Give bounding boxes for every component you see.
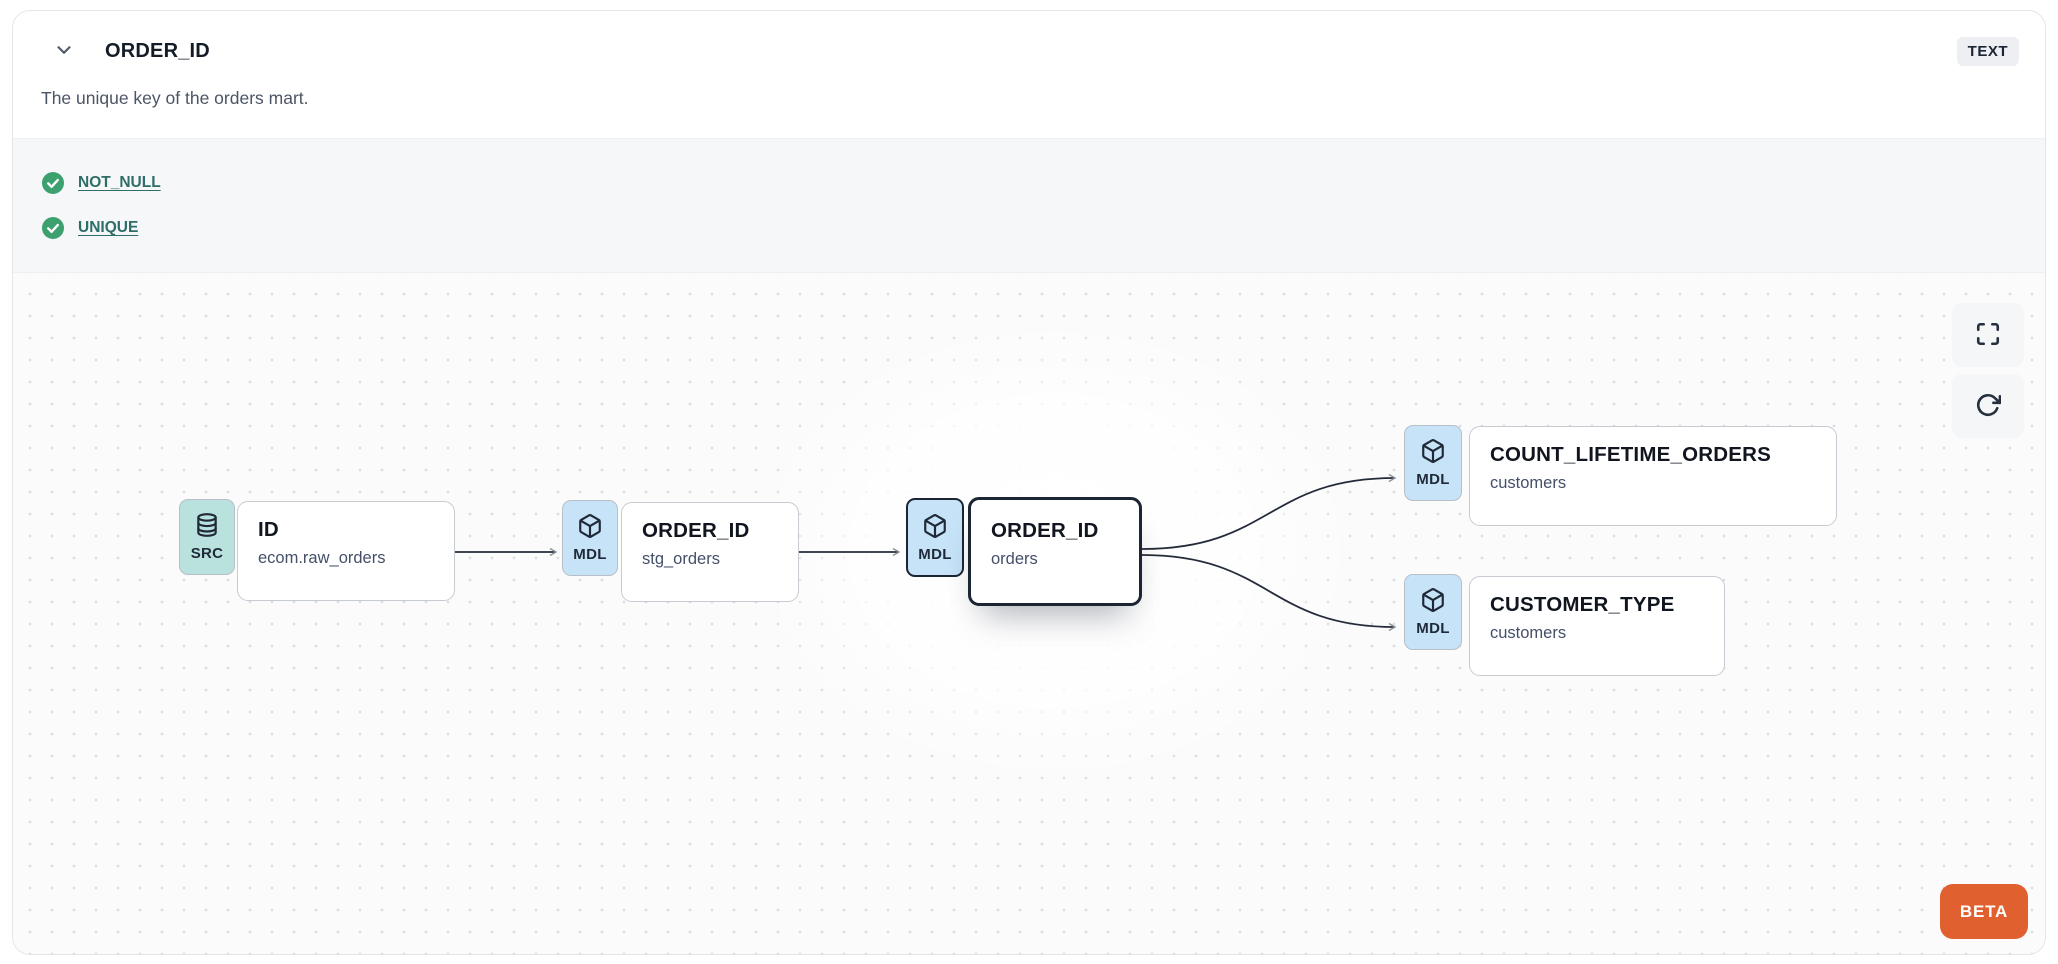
node-badge-label: SRC bbox=[190, 545, 224, 562]
fullscreen-button[interactable] bbox=[1952, 303, 2024, 367]
node-title: ORDER_ID bbox=[642, 519, 750, 542]
node-badge-label: MDL bbox=[918, 545, 952, 563]
beta-badge: BETA bbox=[1940, 884, 2028, 939]
node-badge-mdl[interactable]: MDL bbox=[906, 498, 964, 577]
chevron-down-icon bbox=[53, 39, 75, 64]
lineage-edges bbox=[455, 473, 1397, 632]
lineage-node-id-raw-orders[interactable]: ID ecom.raw_orders bbox=[237, 501, 455, 601]
refresh-button[interactable] bbox=[1952, 374, 2024, 438]
check-circle-icon bbox=[41, 171, 65, 195]
cube-icon bbox=[577, 513, 603, 544]
maximize-icon bbox=[1975, 321, 2001, 350]
tests-section: NOT_NULL UNIQUE bbox=[13, 138, 2045, 272]
cube-icon bbox=[1420, 438, 1446, 469]
column-type-badge: TEXT bbox=[1956, 37, 2019, 66]
cube-icon bbox=[922, 513, 948, 544]
test-row: UNIQUE bbox=[41, 216, 2017, 240]
test-link-unique[interactable]: UNIQUE bbox=[78, 219, 139, 236]
node-badge-mdl[interactable]: MDL bbox=[1404, 574, 1462, 650]
test-row: NOT_NULL bbox=[41, 171, 2017, 195]
header: ORDER_ID TEXT The unique key of the orde… bbox=[13, 11, 2045, 138]
node-badge-label: MDL bbox=[573, 546, 607, 563]
node-badge-label: MDL bbox=[1416, 620, 1450, 637]
database-icon bbox=[194, 512, 220, 543]
node-badge-mdl[interactable]: MDL bbox=[1404, 425, 1462, 501]
rotate-cw-icon bbox=[1975, 392, 2002, 421]
cube-icon bbox=[1420, 587, 1446, 618]
lineage-node-customer-type[interactable]: CUSTOMER_TYPE customers bbox=[1469, 576, 1725, 676]
node-badge-src[interactable]: SRC bbox=[179, 499, 235, 575]
node-title: COUNT_LIFETIME_ORDERS bbox=[1490, 443, 1771, 466]
check-circle-icon bbox=[41, 216, 65, 240]
node-title: ID bbox=[258, 518, 279, 541]
edge-orders-to-count bbox=[1141, 473, 1397, 550]
collapse-button[interactable] bbox=[51, 39, 77, 65]
page-title: ORDER_ID bbox=[105, 40, 210, 62]
node-title: CUSTOMER_TYPE bbox=[1490, 593, 1675, 616]
lineage-node-order-id-orders-selected[interactable]: ORDER_ID orders bbox=[968, 497, 1142, 606]
node-badge-mdl[interactable]: MDL bbox=[562, 500, 618, 576]
node-title: ORDER_ID bbox=[991, 519, 1099, 542]
test-link-not-null[interactable]: NOT_NULL bbox=[78, 174, 161, 191]
lineage-node-count-lifetime-orders[interactable]: COUNT_LIFETIME_ORDERS customers bbox=[1469, 426, 1837, 526]
node-subtitle: orders bbox=[991, 550, 1038, 568]
node-badge-label: MDL bbox=[1416, 471, 1450, 488]
node-subtitle: stg_orders bbox=[642, 550, 720, 568]
column-description: The unique key of the orders mart. bbox=[41, 88, 309, 108]
lineage-canvas[interactable]: SRC ID ecom.raw_orders MDL ORDER_ID stg_… bbox=[13, 272, 2045, 954]
node-subtitle: customers bbox=[1490, 474, 1567, 492]
canvas-controls bbox=[1952, 303, 2024, 438]
node-subtitle: ecom.raw_orders bbox=[258, 549, 386, 567]
lineage-node-order-id-stg-orders[interactable]: ORDER_ID stg_orders bbox=[621, 502, 799, 602]
edge-orders-to-type bbox=[1141, 554, 1397, 632]
node-subtitle: customers bbox=[1490, 624, 1567, 642]
column-details-panel: ORDER_ID TEXT The unique key of the orde… bbox=[12, 10, 2046, 955]
